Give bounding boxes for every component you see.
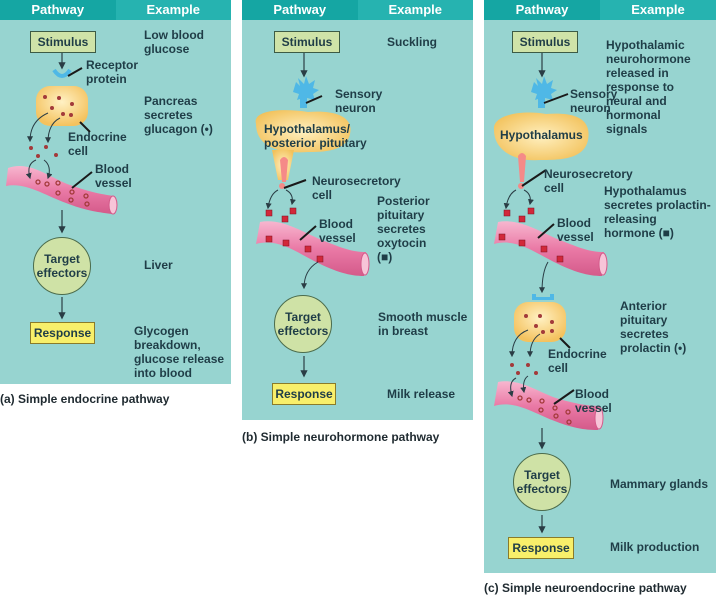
- panel-a-header: Pathway Example: [0, 0, 231, 20]
- stimulus-box: Stimulus: [30, 31, 96, 53]
- example-target: Smooth muscle in breast: [378, 310, 468, 338]
- panel-c-artwork: [493, 52, 608, 534]
- blood-vessel-label-1: Blood vessel: [557, 216, 594, 244]
- panel-a: Pathway Example Stimulus Receptor protei…: [0, 0, 231, 384]
- blood-vessel-label: Blood vessel: [95, 162, 132, 190]
- example-stimulus: Suckling: [387, 35, 438, 49]
- target-effectors: Target effectors: [274, 295, 332, 353]
- caption-c: (c) Simple neuroendocrine pathway: [484, 581, 687, 595]
- panel-b-artwork: [255, 52, 370, 378]
- pathway-header: Pathway: [484, 0, 600, 20]
- hypothalamus-icon: [493, 112, 589, 161]
- example-response: Milk release: [387, 387, 456, 401]
- blood-vessel-icon-2: [494, 381, 600, 430]
- stimulus-box: Stimulus: [512, 31, 578, 53]
- example-pituitary: Anterior pituitary secretes prolactin (•…: [620, 299, 687, 355]
- hypothalamus-posterior-pituitary-label: Hypothalamus/ posterior pituitary: [264, 122, 367, 150]
- example-target: Mammary glands: [610, 477, 709, 491]
- hormone-dots: [29, 95, 74, 158]
- example-stimulus: Low blood glucose: [144, 28, 204, 56]
- response-box: Response: [30, 322, 95, 344]
- prh-squares: [498, 207, 564, 263]
- endocrine-cell-label: Endocrine cell: [548, 347, 607, 375]
- receptor-protein-icon: [52, 68, 72, 78]
- target-effectors: Target effectors: [513, 453, 571, 511]
- response-box: Response: [272, 383, 336, 405]
- prolactin-dots: [510, 314, 554, 375]
- example-hypothalamus: Hypothalamus secretes prolactin- releasi…: [604, 184, 711, 240]
- endocrine-cell-icon: [514, 302, 566, 342]
- neurosecretory-cell-label: Neurosecretory cell: [544, 167, 633, 195]
- panel-b: Pathway Example Stimulus Sensory neuron …: [242, 0, 473, 420]
- example-stimulus: Hypothalamic neurohormone released in re…: [606, 38, 691, 136]
- hypothalamus-label: Hypothalamus: [500, 128, 583, 142]
- panel-a-artwork: [6, 52, 118, 320]
- example-header: Example: [600, 0, 716, 20]
- hypothalamus-icon: [255, 110, 351, 153]
- example-target: Liver: [144, 258, 173, 272]
- example-response: Glycogen breakdown, glucose release into…: [134, 324, 225, 380]
- blood-vessel-label-2: Blood vessel: [575, 387, 612, 415]
- sensory-neuron-icon: [293, 76, 319, 108]
- sensory-neuron-label: Sensory neuron: [570, 87, 618, 115]
- receptor-protein-label: Receptor protein: [86, 58, 139, 86]
- example-response: Milk production: [610, 540, 700, 554]
- response-box: Response: [508, 537, 574, 559]
- oxytocin-squares: [265, 207, 324, 263]
- sensory-neuron-icon: [531, 76, 557, 108]
- endocrine-cell-icon: [36, 86, 88, 126]
- panel-b-header: Pathway Example: [242, 0, 473, 20]
- example-header: Example: [357, 0, 473, 20]
- caption-b: (b) Simple neurohormone pathway: [242, 430, 440, 444]
- sensory-neuron-label: Sensory neuron: [335, 87, 383, 115]
- neurosecretory-cell-label: Neurosecretory cell: [312, 174, 401, 202]
- target-effectors: Target effectors: [33, 237, 91, 295]
- blood-vessel-icon-1: [494, 221, 604, 276]
- leader-line: [67, 67, 83, 77]
- example-secretion: Pancreas secretes glucagon (•): [144, 94, 213, 136]
- caption-a: (a) Simple endocrine pathway: [0, 392, 170, 406]
- example-secretion: Posterior pituitary secretes oxytocin (■…: [377, 194, 430, 264]
- endocrine-cell-label: Endocrine cell: [68, 130, 127, 158]
- stimulus-box: Stimulus: [274, 31, 340, 53]
- panel-c-header: Pathway Example: [484, 0, 716, 20]
- pathway-header: Pathway: [242, 0, 358, 20]
- blood-vessel-label: Blood vessel: [319, 217, 356, 245]
- receptor-icon: [532, 294, 554, 300]
- panel-c: Pathway Example: [484, 0, 716, 573]
- pathway-header: Pathway: [0, 0, 116, 20]
- example-header: Example: [115, 0, 231, 20]
